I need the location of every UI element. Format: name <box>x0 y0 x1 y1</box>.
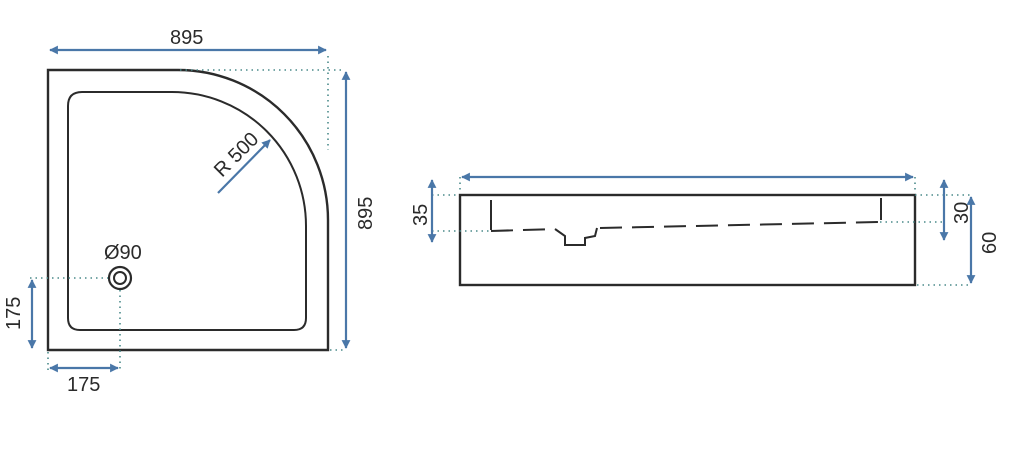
drain-offset-y-label: 175 <box>3 297 25 330</box>
hidden-basin-floor-right <box>599 221 881 229</box>
drain-icon <box>107 265 133 291</box>
width-label: 895 <box>170 27 203 49</box>
tray-side-outline <box>458 193 917 287</box>
depth-label: 895 <box>355 197 377 230</box>
rim-label: 30 <box>951 202 973 224</box>
tray-inner-outline <box>67 91 307 331</box>
drain-sump-profile <box>554 227 598 246</box>
top-view: Ø90 R 500 895 895 175 175 <box>3 27 377 396</box>
height-label: 60 <box>979 232 1001 254</box>
drain-offset-x-label: 175 <box>67 374 100 396</box>
drain-diameter-label: Ø90 <box>104 242 142 264</box>
tray-outer-outline <box>46 68 330 352</box>
side-view: 35 30 60 <box>410 172 1001 287</box>
hidden-basin-floor <box>490 228 556 232</box>
inner-depth-label: 35 <box>410 204 432 226</box>
radius-arrow <box>217 139 271 194</box>
